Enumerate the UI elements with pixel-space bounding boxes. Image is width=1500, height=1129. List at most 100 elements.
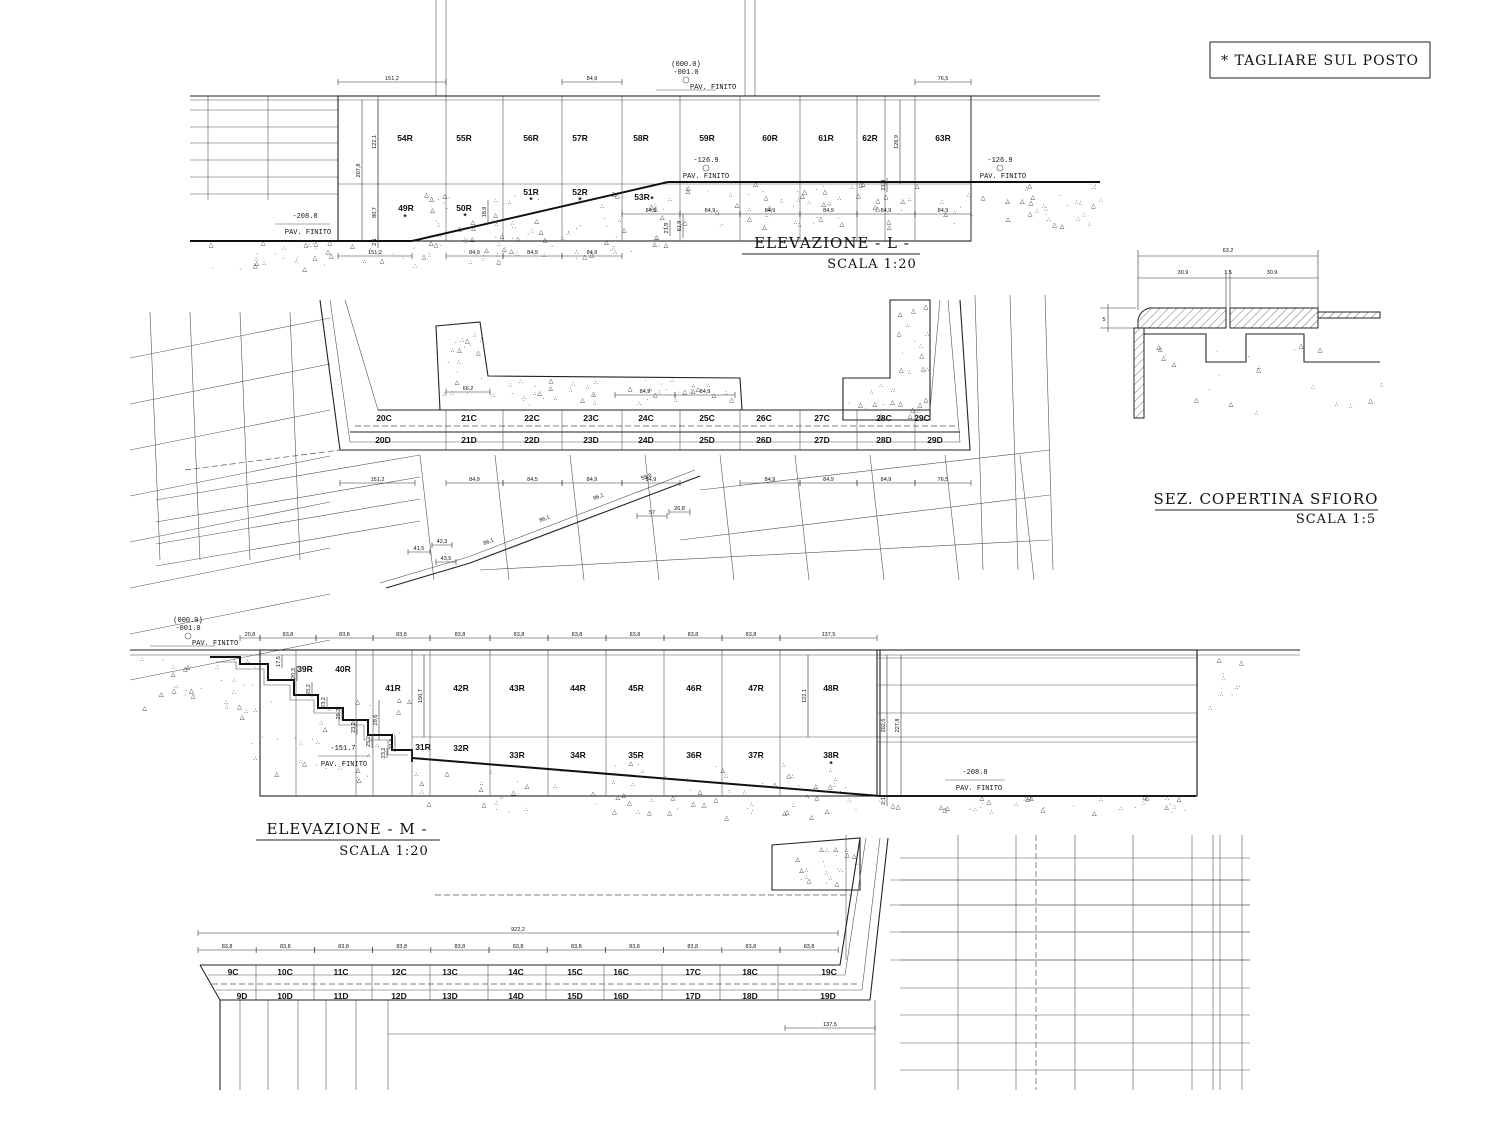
dimension-label: 43,5 xyxy=(441,556,452,562)
gravel-mark: △ xyxy=(1299,342,1304,349)
gravel-mark: ∴ xyxy=(797,197,801,204)
gravel-mark: ∴ xyxy=(1257,364,1261,371)
dimension-label: 84,9 xyxy=(646,208,657,214)
plan-panel-c: 18C xyxy=(742,967,758,977)
gravel-mark: · xyxy=(813,220,815,227)
gravel-mark: ∴ xyxy=(515,251,519,258)
gravel-mark: ∴ xyxy=(850,184,854,191)
svg-text:-151.7: -151.7 xyxy=(330,745,355,753)
gravel-mark: △ xyxy=(747,215,752,222)
dimension-label: 17,5 xyxy=(276,656,282,667)
gravel-mark: ∴ xyxy=(174,684,178,691)
svg-text:PAV. FINITO: PAV. FINITO xyxy=(321,761,367,769)
gravel-mark: · xyxy=(1067,203,1069,210)
gravel-mark: △ xyxy=(471,219,476,226)
dimension-label: 83,8 xyxy=(572,632,583,638)
gravel-mark: ∴ xyxy=(1220,691,1224,698)
dimension-label: 2,1 xyxy=(881,797,887,805)
gravel-mark: · xyxy=(980,805,982,812)
gravel-mark: · xyxy=(369,703,371,710)
gravel-mark: · xyxy=(367,773,369,780)
dimension-label: 83,8 xyxy=(396,944,407,950)
gravel-mark: ∴ xyxy=(612,245,616,252)
gravel-mark: △ xyxy=(313,255,318,262)
gravel-mark: ∴ xyxy=(967,192,971,199)
gravel-mark: ∴ xyxy=(593,400,597,407)
gravel-mark: · xyxy=(576,226,578,233)
dimension-label: 84,9 xyxy=(640,389,651,395)
gravel-mark: · xyxy=(517,779,519,786)
gravel-mark: ∴ xyxy=(686,777,690,784)
gravel-mark: · xyxy=(576,256,578,263)
gravel-mark: · xyxy=(495,235,497,242)
gravel-mark: ∴ xyxy=(254,755,258,762)
panel-label-lower: 34R xyxy=(570,750,586,760)
gravel-mark: △ xyxy=(939,804,944,811)
gravel-mark: · xyxy=(464,345,466,352)
gravel-mark: · xyxy=(529,403,531,410)
gravel-mark: △ xyxy=(897,331,902,338)
gravel-mark: · xyxy=(271,700,273,707)
elevation-marker-left: -208.8 PAV. FINITO xyxy=(275,213,331,237)
svg-text:-126.9: -126.9 xyxy=(693,157,718,165)
gravel-mark: ∴ xyxy=(600,204,604,211)
panel-label-upper: 55R xyxy=(456,133,472,143)
gravel-mark: △ xyxy=(1239,660,1244,667)
gravel-mark: · xyxy=(514,194,516,201)
panel-label-lower: 31R xyxy=(415,742,431,752)
panel-label-upper: 59R xyxy=(699,133,715,143)
gravel-mark: · xyxy=(295,735,297,742)
gravel-mark: △ xyxy=(511,790,516,797)
gravel-mark: · xyxy=(538,197,540,204)
gravel-mark: △ xyxy=(683,389,688,396)
gravel-mark: · xyxy=(482,258,484,265)
svg-text:(000.0): (000.0) xyxy=(671,61,700,69)
gravel-mark: △ xyxy=(357,777,362,784)
gravel-mark: · xyxy=(848,401,850,408)
gravel-mark: △ xyxy=(424,192,429,199)
gravel-mark: · xyxy=(580,223,582,230)
gravel-mark: △ xyxy=(323,726,328,733)
gravel-mark: ∴ xyxy=(414,772,418,779)
gravel-mark: · xyxy=(645,378,647,385)
gravel-mark: · xyxy=(797,189,799,196)
gravel-mark: △ xyxy=(856,192,861,199)
gravel-mark: △ xyxy=(502,246,507,253)
gravel-mark: ∴ xyxy=(497,241,501,248)
gravel-mark: · xyxy=(604,216,606,223)
gravel-mark: · xyxy=(1164,353,1166,360)
gravel-mark: ∴ xyxy=(1335,401,1339,408)
panel-label-upper: 46R xyxy=(686,683,702,693)
elevation-marker-left-top: (000.0) -001.0 PAV. FINITO xyxy=(150,617,238,648)
gravel-mark: △ xyxy=(539,229,544,236)
svg-text:PAV. FINITO: PAV. FINITO xyxy=(683,173,729,181)
gravel-mark: · xyxy=(824,863,826,870)
gravel-mark: △ xyxy=(1031,194,1036,201)
dimension-label: 137,5 xyxy=(823,1022,837,1028)
gravel-mark: · xyxy=(296,254,298,261)
elevation-marker-mid: -151.7 PAV. FINITO xyxy=(318,745,370,769)
gravel-mark: ∴ xyxy=(489,769,493,776)
gravel-mark: ∴ xyxy=(724,390,728,397)
gravel-mark: · xyxy=(593,393,595,400)
gravel-mark: ∴ xyxy=(925,367,929,374)
gravel-mark: △ xyxy=(445,770,450,777)
gravel-mark: △ xyxy=(355,699,360,706)
gravel-mark: △ xyxy=(729,396,734,403)
gravel-mark: △ xyxy=(664,242,669,249)
gravel-mark: · xyxy=(561,769,563,776)
panel-label-upper: 39R xyxy=(297,664,313,674)
gravel-mark: △ xyxy=(861,181,866,188)
gravel-mark: ∴ xyxy=(1173,804,1177,811)
gravel-mark: △ xyxy=(622,227,627,234)
gravel-mark: ∴ xyxy=(519,379,523,386)
gravel-mark: · xyxy=(220,678,222,685)
gravel-mark: △ xyxy=(795,856,800,863)
dimension-label: 83,8 xyxy=(746,632,757,638)
dimension-label: 202,5 xyxy=(881,719,887,733)
gravel-mark: △ xyxy=(899,367,904,374)
gravel-mark: △ xyxy=(240,714,245,721)
gravel-mark: · xyxy=(370,247,372,254)
gravel-mark: △ xyxy=(823,189,828,196)
